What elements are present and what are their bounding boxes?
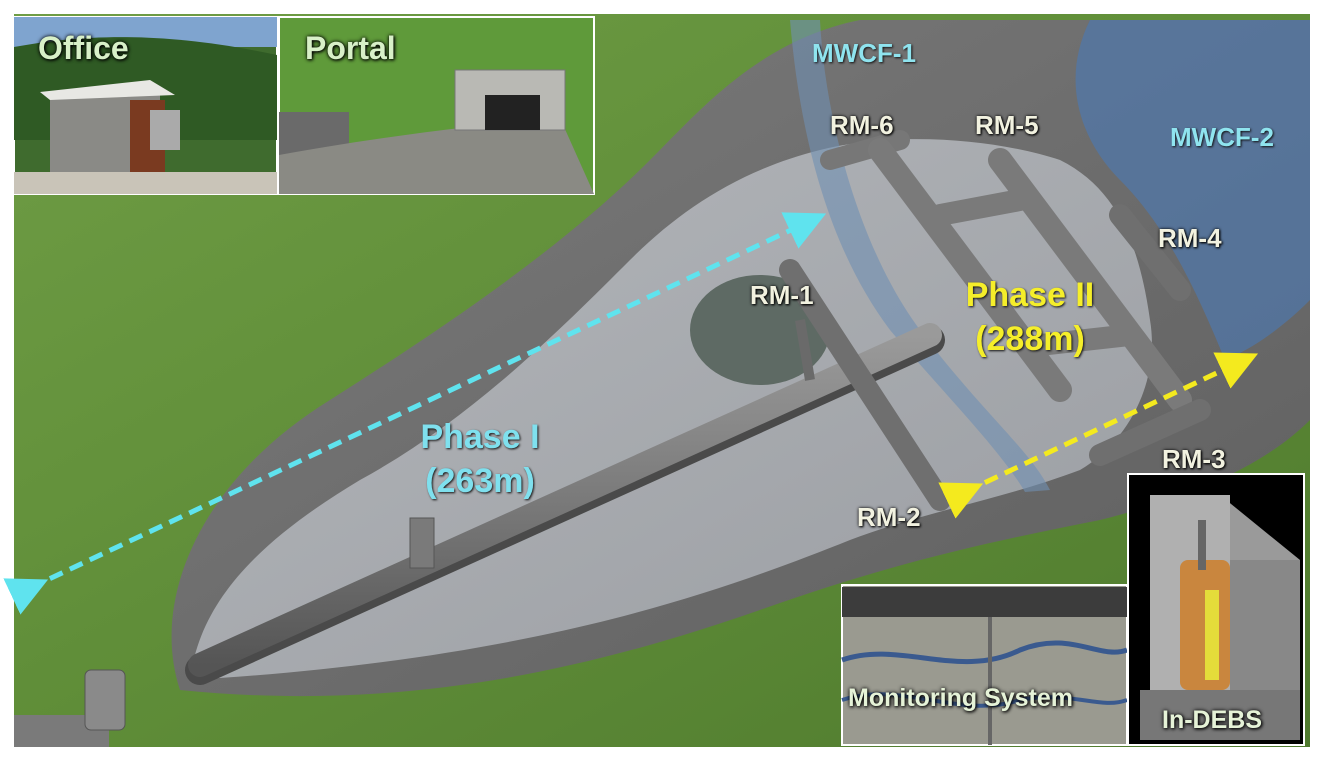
rm-3-label: RM-3 (1162, 444, 1226, 474)
rm-1-label: RM-1 (750, 280, 814, 310)
mwcf-1-label: MWCF-1 (812, 38, 916, 68)
phase2-cross-2 (1029, 324, 1141, 356)
rm-4-label: RM-4 (1158, 223, 1222, 253)
phase-2-title: Phase II (965, 276, 1095, 314)
portal-photo-inset (278, 16, 595, 195)
phase-1-title: Phase I (420, 418, 540, 456)
monitoring-system-label: Monitoring System (848, 684, 1074, 712)
phase-2-arrow (938, 352, 1259, 519)
mwcf-2-label: MWCF-2 (1170, 122, 1274, 152)
phase-1-arrow (3, 212, 827, 615)
shaft-stub (409, 517, 435, 569)
portal-gate (84, 669, 126, 731)
phase2-cross-1 (929, 189, 1031, 226)
mwcf-2-zone (1075, 20, 1310, 360)
rm-5-label: RM-5 (975, 110, 1039, 140)
phase2-tunnel-a (868, 138, 1072, 402)
mwcf-1-zone (790, 20, 1050, 492)
portal-label: Portal (305, 30, 396, 66)
rm-4-tunnel (1109, 204, 1191, 301)
phase-1-length: (263m) (425, 462, 535, 500)
in-debs-inset (1127, 473, 1305, 746)
rm-2-label: RM-2 (857, 502, 921, 532)
in-debs-label: In-DEBS (1162, 706, 1262, 734)
monitoring-system-inset (841, 584, 1128, 746)
office-photo-inset (13, 16, 278, 195)
office-label: Office (38, 30, 129, 66)
rm-6-label: RM-6 (830, 110, 894, 140)
phase-2-length: (288m) (975, 320, 1085, 358)
